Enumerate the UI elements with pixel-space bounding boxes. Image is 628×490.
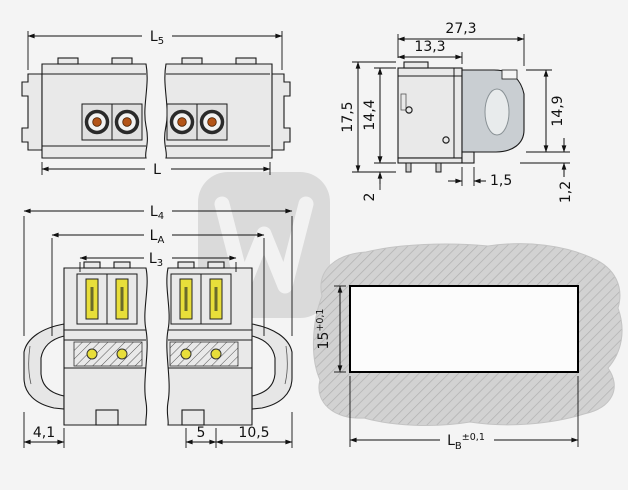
section-hatch-left (73, 341, 143, 367)
dim-total-width: 27,3 (397, 21, 525, 66)
dim-body-height-label: 14,4 (362, 99, 378, 130)
dim-body-height: 14,4 (362, 67, 396, 164)
dim-body-width-label: 13,3 (414, 39, 445, 55)
side-base-strip (397, 157, 463, 164)
dim-L3-label: L3 (149, 251, 163, 269)
dim-wing-offset-label: 4,1 (33, 425, 55, 441)
top-tabs (57, 57, 257, 65)
dim-LA-label: LA (150, 228, 165, 246)
cutout-rect (349, 285, 579, 373)
solder-pin (435, 162, 442, 173)
side-hole (442, 136, 450, 144)
dim-end-offset-label: 10,5 (238, 425, 269, 441)
dim-LA: LA (51, 228, 265, 336)
right-latch (269, 73, 291, 151)
foot-left (95, 409, 119, 426)
dim-total-width-label: 27,3 (445, 21, 476, 37)
dim-lip: 1,2 (520, 138, 574, 203)
dim-cutout-height-label: 15+0,1 (315, 309, 332, 350)
shroud-cavity (484, 88, 510, 136)
dim-total-height: 17,5 (340, 61, 396, 173)
view-front-top: L5 L (21, 29, 291, 178)
housing-inner-lines (42, 73, 270, 147)
pole-frames (76, 273, 232, 325)
contact-pins (84, 109, 225, 135)
dim-body-width: 13,3 (397, 39, 463, 64)
housing-upper-left (63, 267, 148, 331)
side-step (461, 151, 475, 164)
dim-cutout-height: 15+0,1 (315, 285, 346, 373)
left-latch (21, 73, 43, 151)
dim-step: 1,5 (448, 167, 512, 189)
dim-L4: L4 (23, 204, 293, 336)
view-side: 27,3 13,3 17,5 14,4 2 (340, 21, 574, 203)
dim-end-offset: 10,5 (215, 412, 293, 448)
dim-cutout-width: LB±0,1 (349, 376, 579, 452)
top-tabs (83, 261, 225, 269)
dim-wing-offset: 4,1 (23, 412, 65, 448)
flange-screws (86, 348, 222, 360)
dim-pin-length-label: 2 (362, 193, 378, 202)
dim-L-label: L (153, 162, 161, 178)
dim-pole-pitch: 5 (185, 425, 217, 448)
dim-step-label: 1,5 (490, 173, 512, 189)
dim-pole-pitch-label: 5 (197, 425, 206, 441)
dim-L5-label: L5 (150, 29, 164, 47)
dim-total-height-label: 17,5 (340, 101, 356, 132)
dim-L: L (41, 162, 271, 178)
side-top-latch (403, 61, 429, 69)
view-panel-cutout: 15+0,1 LB±0,1 (313, 243, 623, 452)
dim-cutout-width-label: LB±0,1 (447, 432, 485, 452)
contact-windows (85, 278, 223, 320)
dim-right-height-label: 14,9 (550, 95, 566, 126)
shroud-notch (501, 69, 518, 80)
dim-pin-length: 2 (362, 156, 383, 202)
solder-pin (405, 162, 412, 173)
dim-L5: L5 (27, 29, 283, 70)
section-hatch-right (169, 341, 239, 367)
dim-lip-label: 1,2 (558, 181, 574, 203)
dim-L4-label: L4 (150, 204, 164, 222)
side-hole (405, 106, 413, 114)
view-front-bottom: L4 LA L3 4,1 5 (23, 204, 293, 448)
dim-L3: L3 (79, 251, 237, 272)
foot-right (181, 409, 205, 426)
